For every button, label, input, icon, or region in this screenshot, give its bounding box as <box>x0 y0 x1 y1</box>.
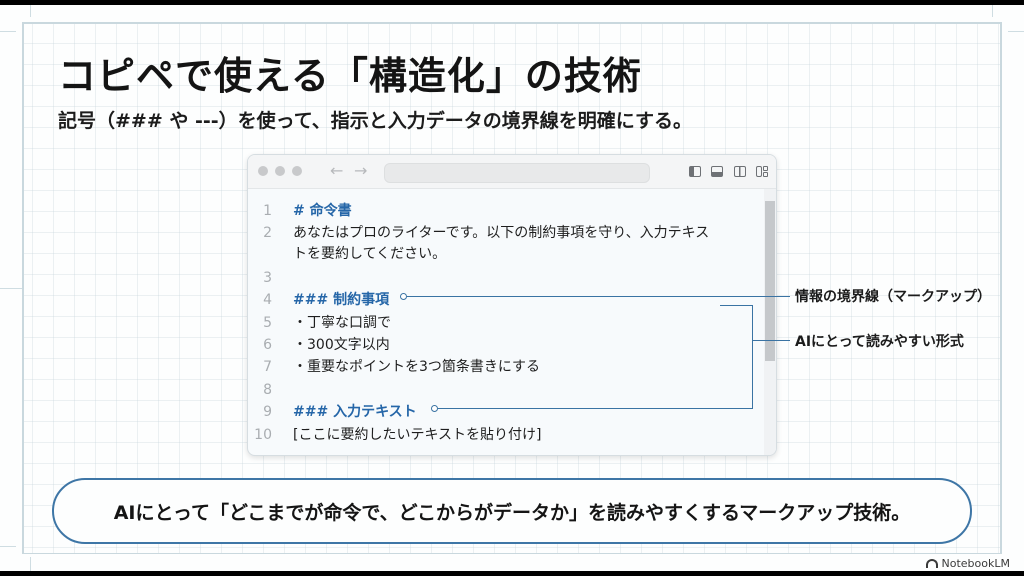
sidebar-left-icon[interactable] <box>689 166 701 177</box>
editor-line: 3 <box>248 268 758 288</box>
line-text: ### 入力テキスト <box>293 404 417 420</box>
line-text: # 命令書 <box>293 203 352 219</box>
tick-top-left <box>30 5 31 17</box>
scrollbar-thumb[interactable] <box>765 201 775 361</box>
brand-label: NotebookLM <box>941 557 1010 570</box>
tick-left <box>0 31 16 32</box>
margin-bottom <box>0 553 1024 571</box>
panel-bottom-icon[interactable] <box>711 166 723 177</box>
tick-bottom-left <box>0 546 16 547</box>
frame-bottom <box>22 553 1002 554</box>
line-number: 2 <box>263 225 272 241</box>
line-number: 7 <box>263 359 272 375</box>
line-number: 1 <box>263 203 272 219</box>
frame-right <box>1000 22 1002 554</box>
summary-banner: AIにとって「どこまでが命令で、どこからがデータか」を読みやすくするマークアップ… <box>52 478 972 544</box>
line-number: 4 <box>263 292 272 308</box>
line-text: ・丁寧な口調で <box>293 315 391 331</box>
scrollbar[interactable] <box>764 189 776 455</box>
window-titlebar: ← → <box>248 155 776 189</box>
close-dot-icon[interactable] <box>258 166 268 176</box>
bracket-top <box>720 305 753 307</box>
line-number: 5 <box>263 315 272 331</box>
notebooklm-logo-icon <box>925 559 938 568</box>
line-number: 9 <box>263 404 272 420</box>
annotation-boundary: 情報の境界線（マークアップ） <box>795 289 991 305</box>
editor-window: ← → 1 # 命令書 2 あなたはプロのライターです。以下の制約事項を守り、入… <box>247 154 777 456</box>
grid-layout-icon-sub2 <box>763 172 768 177</box>
line-number: 8 <box>263 382 272 398</box>
minimize-dot-icon[interactable] <box>275 166 285 176</box>
editor-line: 1 # 命令書 <box>248 201 758 221</box>
editor-line: 9 ### 入力テキスト <box>248 402 758 422</box>
connector-dot-constraints <box>400 293 407 300</box>
margin-top <box>0 5 1024 22</box>
bracket-bottom <box>438 408 753 410</box>
connector-line-boundary <box>407 296 790 298</box>
editor-line: 10 [ここに要約したいテキストを貼り付け] <box>248 425 758 445</box>
url-bar[interactable] <box>384 163 650 183</box>
editor-line: 5 ・丁寧な口調で <box>248 313 758 333</box>
slide: コピペで使える「構造化」の技術 記号（### や ---）を使って、指示と入力デ… <box>0 5 1024 571</box>
editor-line: トを要約してください。 <box>248 244 758 264</box>
tick-bottom-v <box>30 557 31 571</box>
back-arrow-icon[interactable]: ← <box>330 161 344 180</box>
brand-watermark: NotebookLM <box>925 557 1010 570</box>
line-text: ・重要なポイントを3つ箇条書きにする <box>293 359 541 375</box>
frame-top <box>22 22 1002 24</box>
editor-line: 8 <box>248 380 758 400</box>
forward-arrow-icon[interactable]: → <box>354 161 368 180</box>
connector-line-readable <box>752 340 790 342</box>
line-text: トを要約してください。 <box>293 246 447 262</box>
grid-layout-icon[interactable] <box>756 166 762 177</box>
line-text: [ここに要約したいテキストを貼り付け] <box>293 427 542 443</box>
tick-mid-left <box>0 288 22 289</box>
split-view-icon[interactable] <box>734 166 746 177</box>
editor-line: 4 ### 制約事項 <box>248 290 758 310</box>
margin-right <box>1002 5 1024 571</box>
frame-left <box>22 22 24 554</box>
grid-layout-icon-sub <box>763 166 768 171</box>
maximize-dot-icon[interactable] <box>292 166 302 176</box>
tick-right <box>1008 31 1024 32</box>
editor-line: 2 あなたはプロのライターです。以下の制約事項を守り、入力テキス <box>248 223 758 243</box>
connector-dot-input <box>431 405 438 412</box>
line-number: 6 <box>263 337 272 353</box>
line-number: 10 <box>254 427 272 443</box>
editor-line: 7 ・重要なポイントを3つ箇条書きにする <box>248 357 758 377</box>
code-editor[interactable]: 1 # 命令書 2 あなたはプロのライターです。以下の制約事項を守り、入力テキス… <box>248 189 776 455</box>
line-number: 3 <box>263 270 272 286</box>
line-text: ・300文字以内 <box>293 337 390 353</box>
page-subtitle: 記号（### や ---）を使って、指示と入力データの境界線を明確にする。 <box>58 110 692 132</box>
bracket-vertical <box>752 305 754 409</box>
banner-text: AIにとって「どこまでが命令で、どこからがデータか」を読みやすくするマークアップ… <box>113 501 911 524</box>
editor-line: 6 ・300文字以内 <box>248 335 758 355</box>
line-text: ### 制約事項 <box>293 292 390 308</box>
page-title: コピペで使える「構造化」の技術 <box>58 54 642 98</box>
annotation-readable: AIにとって読みやすい形式 <box>795 334 964 350</box>
tick-top-right <box>992 5 993 17</box>
line-text: あなたはプロのライターです。以下の制約事項を守り、入力テキス <box>293 225 710 241</box>
